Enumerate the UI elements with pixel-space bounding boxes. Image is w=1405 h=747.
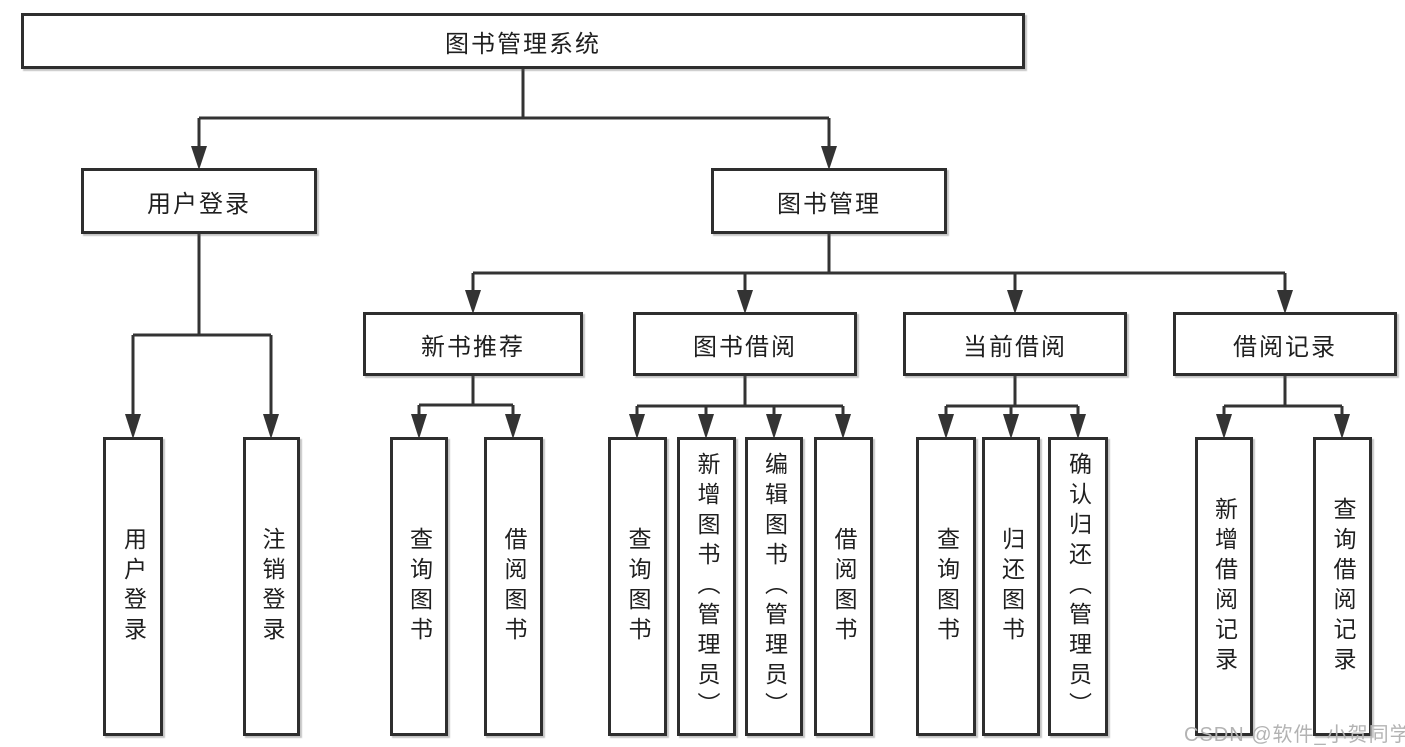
leaf-label: 新增图书（管理员） [694, 451, 720, 722]
leaf-query-books-current: 查询图书 [916, 437, 976, 736]
leaf-label: 确认归还（管理员） [1065, 451, 1092, 722]
leaf-label: 编辑图书（管理员） [761, 451, 788, 722]
node-root-library-system: 图书管理系统 [21, 13, 1025, 69]
leaf-add-borrow-record: 新增借阅记录 [1195, 437, 1253, 736]
node-book-management: 图书管理 [711, 168, 947, 234]
leaf-add-books-admin: 新增图书（管理员） [677, 437, 736, 736]
leaf-confirm-return-admin: 确认归还（管理员） [1048, 437, 1108, 736]
arrowhead-icons [125, 146, 1350, 439]
leaf-label: 查询图书 [625, 526, 651, 647]
leaf-label: 查询借阅记录 [1330, 496, 1356, 677]
leaf-label: 查询图书 [406, 526, 433, 647]
leaf-label: 用户登录 [120, 526, 147, 647]
node-current-borrowing: 当前借阅 [903, 312, 1127, 376]
leaf-user-login: 用户登录 [103, 437, 163, 736]
leaf-query-borrow-record: 查询借阅记录 [1313, 437, 1372, 736]
node-new-book-recommend: 新书推荐 [363, 312, 583, 376]
leaf-borrow-books-recommend: 借阅图书 [484, 437, 543, 736]
node-book-borrowing: 图书借阅 [633, 312, 857, 376]
leaf-return-books: 归还图书 [982, 437, 1040, 736]
leaf-label: 借阅图书 [501, 526, 527, 647]
leaf-label: 借阅图书 [831, 526, 857, 647]
node-user-login: 用户登录 [81, 168, 317, 234]
leaf-edit-books-admin: 编辑图书（管理员） [745, 437, 803, 736]
leaf-query-books-borrowing: 查询图书 [608, 437, 667, 736]
leaf-query-books-recommend: 查询图书 [390, 437, 448, 736]
leaf-label: 归还图书 [998, 526, 1025, 647]
node-borrowing-records: 借阅记录 [1173, 312, 1397, 376]
leaf-label: 查询图书 [933, 526, 960, 647]
leaf-label: 注销登录 [259, 526, 285, 647]
leaf-label: 新增借阅记录 [1211, 496, 1238, 677]
watermark: CSDN @软件_小贺同学 [1184, 724, 1405, 746]
leaf-logout: 注销登录 [243, 437, 300, 736]
leaf-borrow-books: 借阅图书 [814, 437, 873, 736]
